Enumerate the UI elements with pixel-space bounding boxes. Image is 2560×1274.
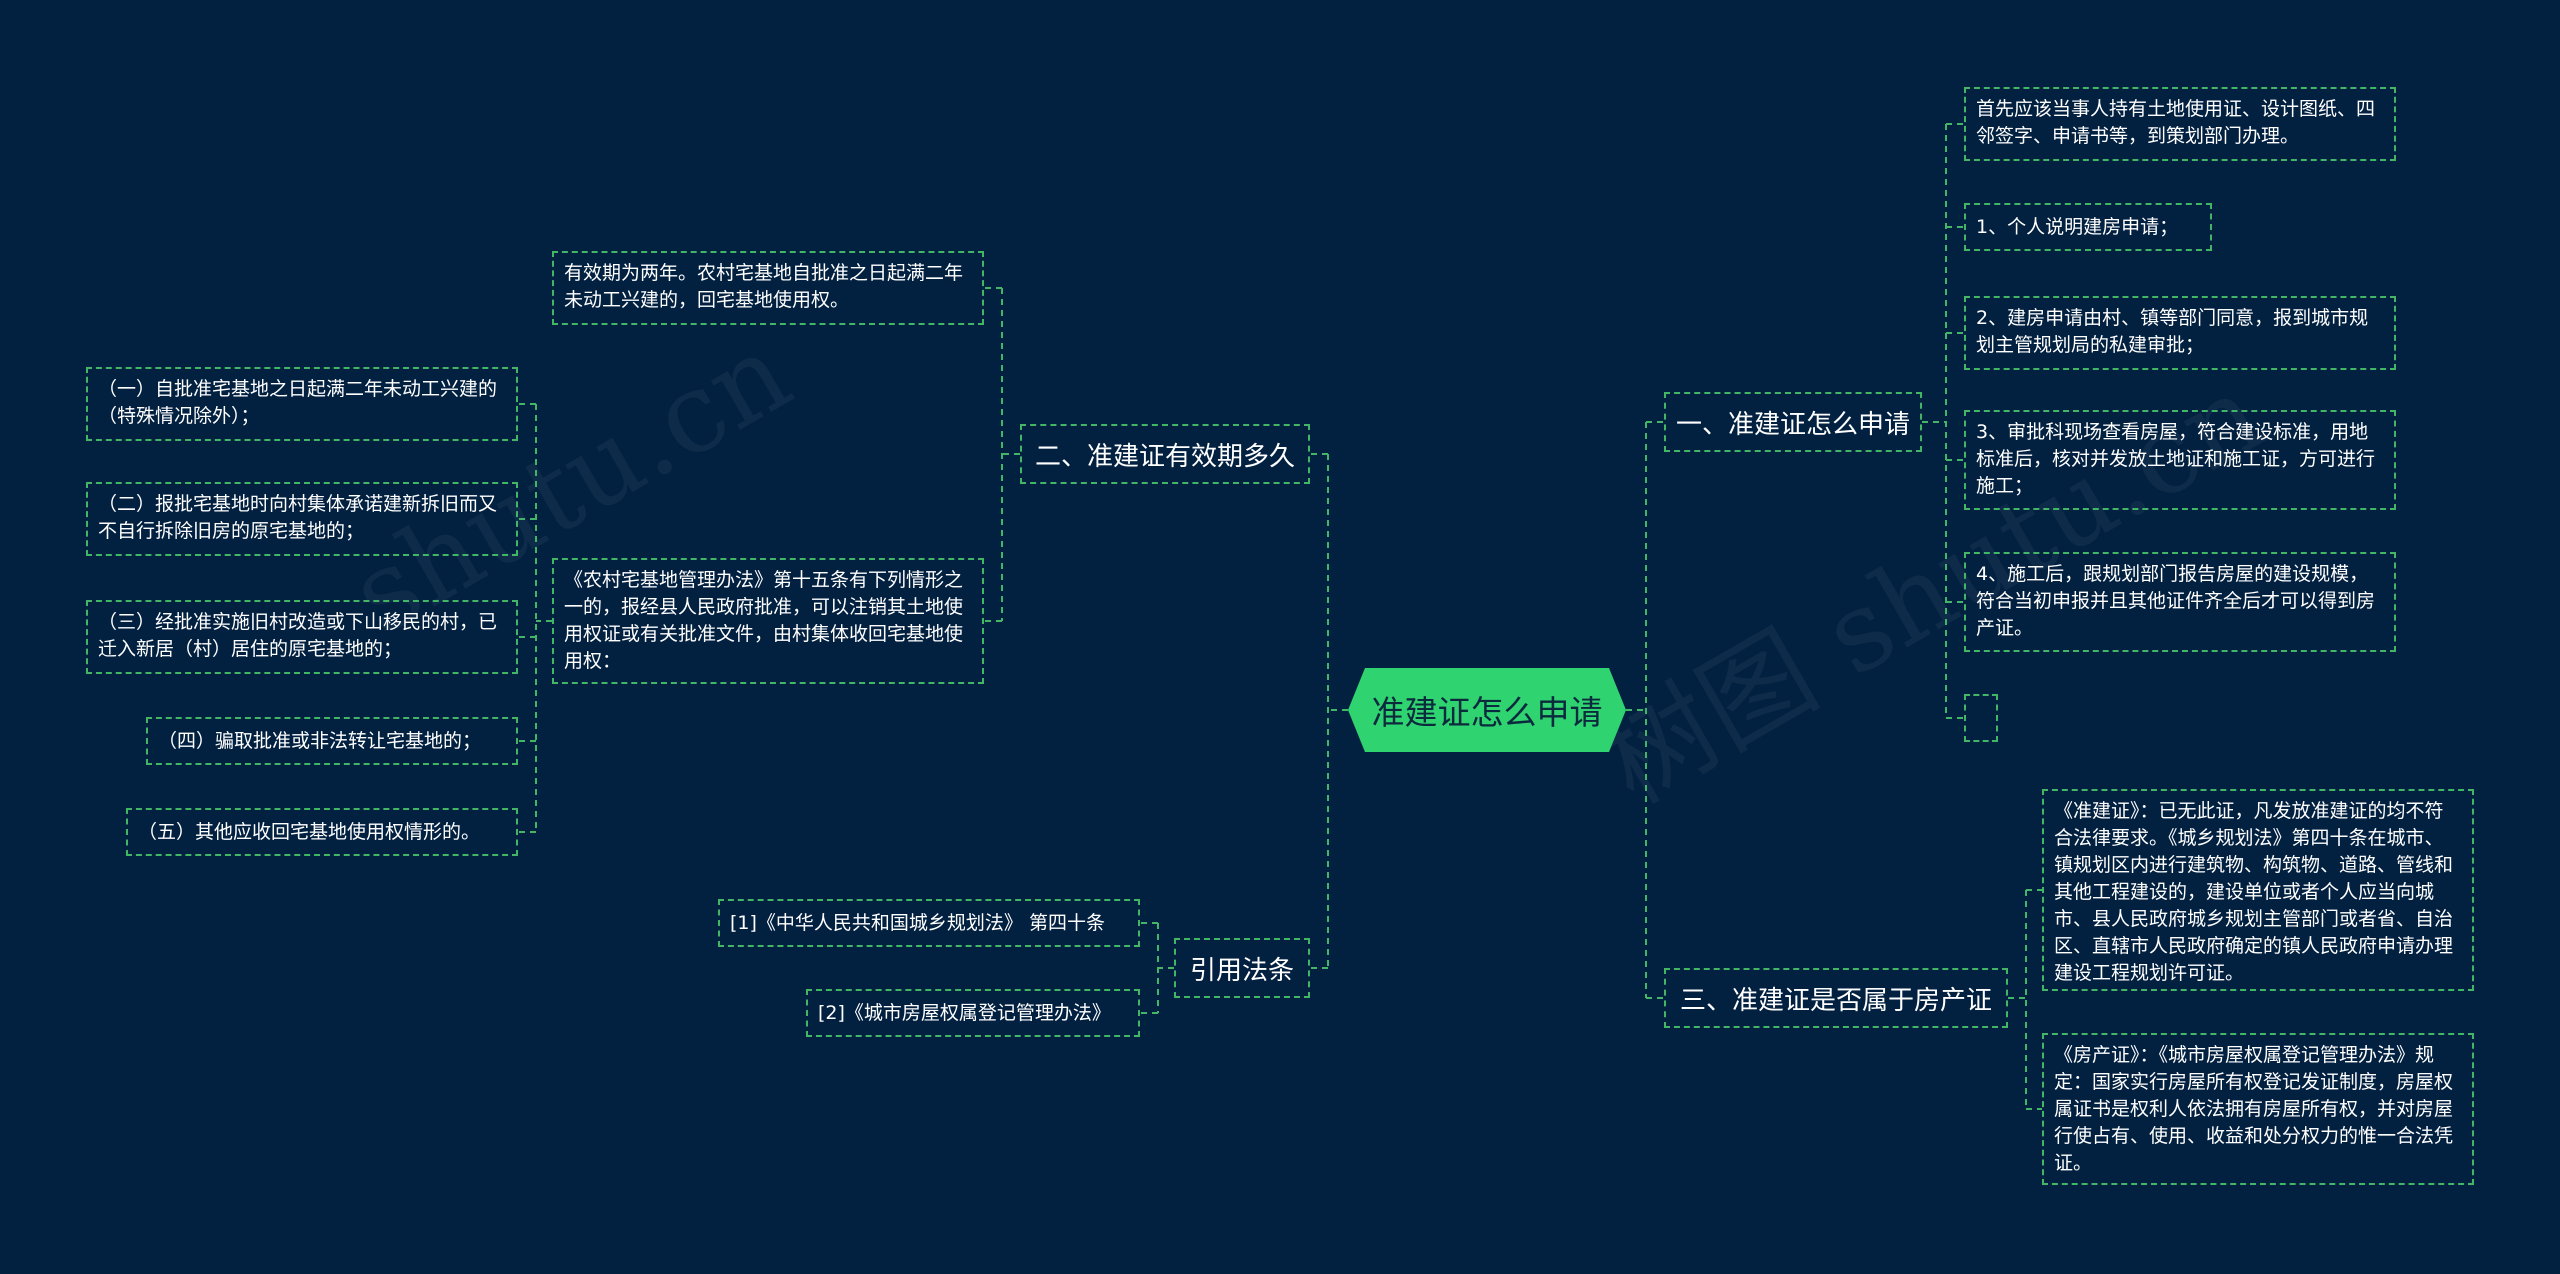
apply-item-0[interactable]: 首先应该当事人持有土地使用证、设计图纸、四邻签字、申请书等，到策划部门办理。 — [1964, 87, 2396, 161]
connector-validity — [984, 287, 1020, 622]
branch-apply-label: 一、准建证怎么申请 — [1675, 409, 1910, 440]
root-label: 准建证怎么申请 — [1371, 693, 1603, 732]
property-item-1[interactable]: 《房产证》：《城市房屋权属登记管理办法》规定：国家实行房屋所有权登记发证制度，房… — [2042, 1033, 2474, 1185]
connector-laws — [1140, 922, 1174, 1014]
laws-item-0[interactable]: [1]《中华人民共和国城乡规划法》 第四十条 — [718, 899, 1140, 947]
laws-item-1[interactable]: [2]《城市房屋权属登记管理办法》 — [806, 989, 1140, 1037]
apply-item-empty[interactable] — [1964, 694, 1998, 742]
validity-subitem-2[interactable]: （三）经批准实施旧村改造或下山移民的村，已迁入新居（村）居住的原宅基地的； — [86, 600, 518, 674]
connector-property — [2008, 889, 2042, 1110]
connector-validity-sub — [518, 403, 552, 833]
validity-subitem-0[interactable]: （一）自批准宅基地之日起满二年未动工兴建的（特殊情况除外）； — [86, 367, 518, 441]
branch-validity-label: 二、准建证有效期多久 — [1034, 441, 1295, 472]
connector-apply — [1922, 123, 1964, 719]
property-item-0[interactable]: 《准建证》：已无此证，凡发放准建证的均不符合法律要求。《城乡规划法》第四十条在城… — [2042, 789, 2474, 991]
branch-property[interactable]: 三、准建证是否属于房产证 — [1664, 968, 2008, 1028]
connector-root-left — [1310, 453, 1348, 969]
branch-apply[interactable]: 一、准建证怎么申请 — [1664, 392, 1922, 452]
connector-root-right — [1626, 421, 1664, 999]
apply-item-4[interactable]: 4、施工后，跟规划部门报告房屋的建设规模，符合当初申报并且其他证件齐全后才可以得… — [1964, 552, 2396, 652]
apply-item-3[interactable]: 3、审批科现场查看房屋，符合建设标准，用地标准后，核对并发放土地证和施工证，方可… — [1964, 410, 2396, 510]
branch-validity[interactable]: 二、准建证有效期多久 — [1020, 424, 1310, 484]
apply-item-1[interactable]: 1、个人说明建房申请； — [1964, 203, 2212, 251]
validity-item-1[interactable]: 《农村宅基地管理办法》第十五条有下列情形之一的，报经县人民政府批准，可以注销其土… — [552, 558, 984, 684]
validity-subitem-1[interactable]: （二）报批宅基地时向村集体承诺建新拆旧而又不自行拆除旧房的原宅基地的； — [86, 482, 518, 556]
validity-item-0[interactable]: 有效期为两年。农村宅基地自批准之日起满二年未动工兴建的，回宅基地使用权。 — [552, 251, 984, 325]
validity-subitem-3[interactable]: （四）骗取批准或非法转让宅基地的； — [146, 717, 518, 765]
branch-laws-label: 引用法条 — [1189, 955, 1294, 986]
branch-laws[interactable]: 引用法条 — [1174, 938, 1310, 998]
validity-subitem-4[interactable]: （五）其他应收回宅基地使用权情形的。 — [126, 808, 518, 856]
apply-item-2[interactable]: 2、建房申请由村、镇等部门同意，报到城市规划主管规划局的私建审批； — [1964, 296, 2396, 370]
root-node[interactable]: 准建证怎么申请 — [1348, 668, 1626, 752]
branch-property-label: 三、准建证是否属于房产证 — [1679, 985, 1992, 1016]
